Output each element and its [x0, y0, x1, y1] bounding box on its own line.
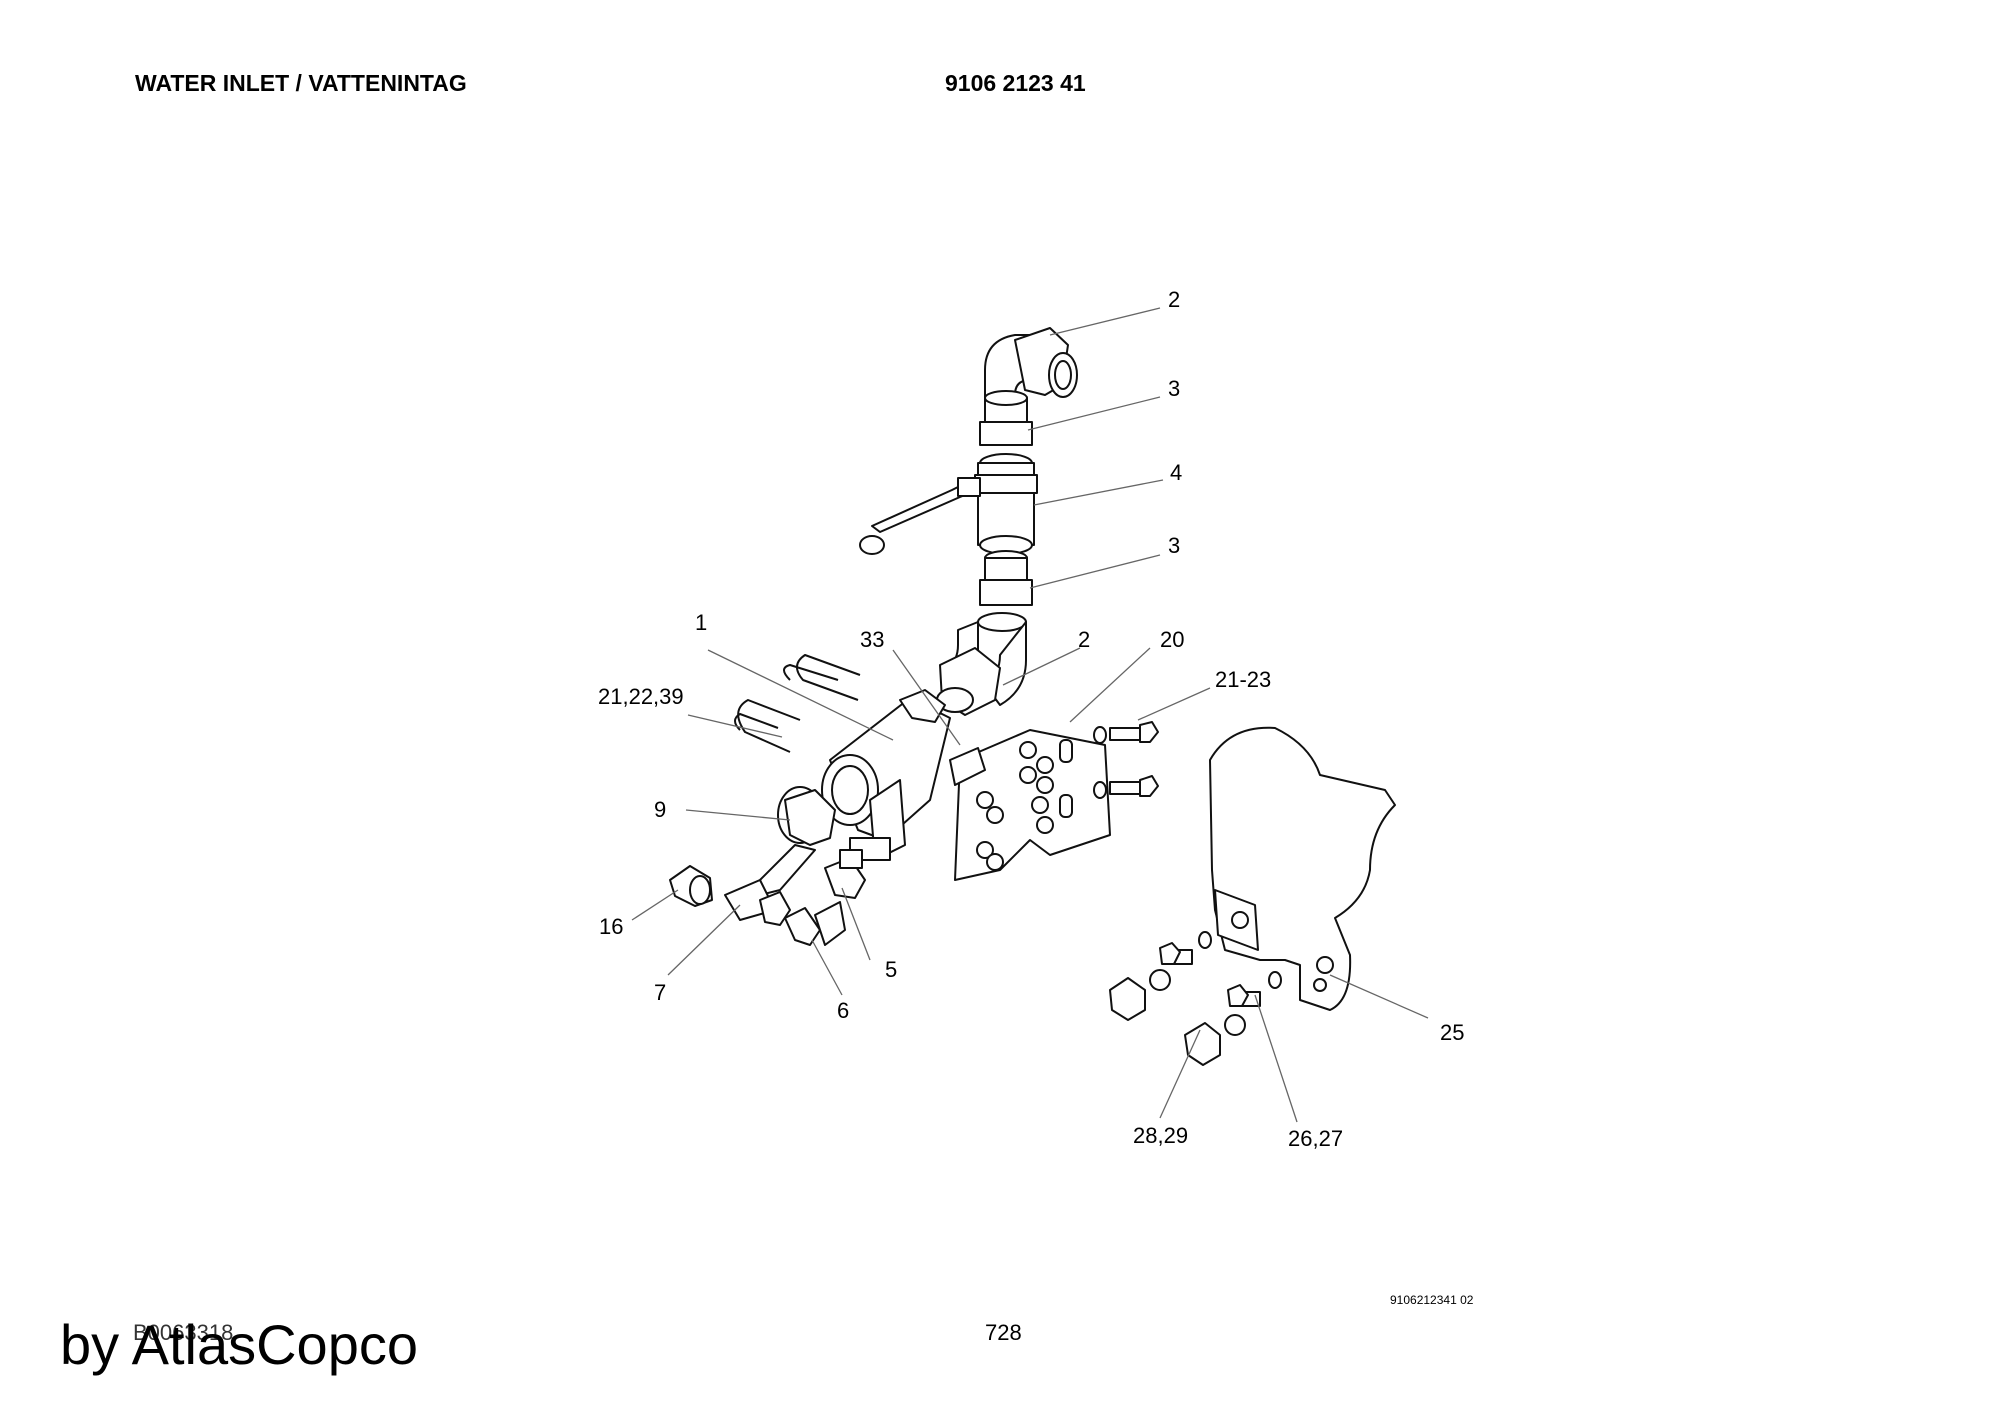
callout-2-top: 2 [1168, 287, 1181, 312]
callout-26-27: 26,27 [1288, 1126, 1344, 1151]
part-number: 9106 2123 41 [945, 70, 1086, 96]
mounting-bracket [949, 729, 1111, 881]
top-nipple [979, 390, 1033, 446]
callout-25: 25 [1440, 1020, 1465, 1045]
u-bolts [734, 654, 861, 753]
atlascopco-watermark: by AtlasCopco [60, 1313, 418, 1376]
ball-valve [859, 453, 1038, 555]
quick-coupling [669, 865, 713, 907]
mid-elbow-fitting [936, 612, 1027, 716]
hex-bolts-washers [1109, 931, 1282, 1066]
leader-lines [631, 307, 1429, 1123]
callout-33: 33 [860, 627, 885, 652]
callout-28-29: 28,29 [1133, 1123, 1189, 1148]
page-title: WATER INLET / VATTENINTAG [135, 70, 467, 96]
bracket-bolts [1093, 721, 1159, 799]
small-elbow [784, 901, 846, 946]
bottom-nipple [979, 550, 1033, 606]
callout-20: 20 [1160, 627, 1185, 652]
page-number: 728 [985, 1320, 1022, 1345]
reducer-nipple [824, 849, 866, 899]
callout-21-23: 21-23 [1215, 667, 1272, 692]
document-reference: B0063318 [133, 1320, 234, 1345]
callout-4: 4 [1170, 460, 1183, 485]
coupling-nut [759, 786, 836, 896]
callout-21-22-39: 21,22,39 [598, 684, 684, 709]
callout-7: 7 [654, 980, 667, 1005]
cover-plate [1209, 726, 1396, 1011]
callout-2-mid: 2 [1078, 627, 1091, 652]
callout-1: 1 [695, 610, 708, 635]
callout-9: 9 [654, 797, 667, 822]
callout-16: 16 [599, 914, 624, 939]
figure-reference: 9106212341 02 [1390, 1293, 1474, 1307]
callout-3-bottom: 3 [1168, 533, 1181, 558]
callout-5: 5 [885, 957, 898, 982]
callout-3-top: 3 [1168, 376, 1181, 401]
callout-6: 6 [837, 998, 850, 1023]
top-elbow-fitting [984, 327, 1078, 411]
